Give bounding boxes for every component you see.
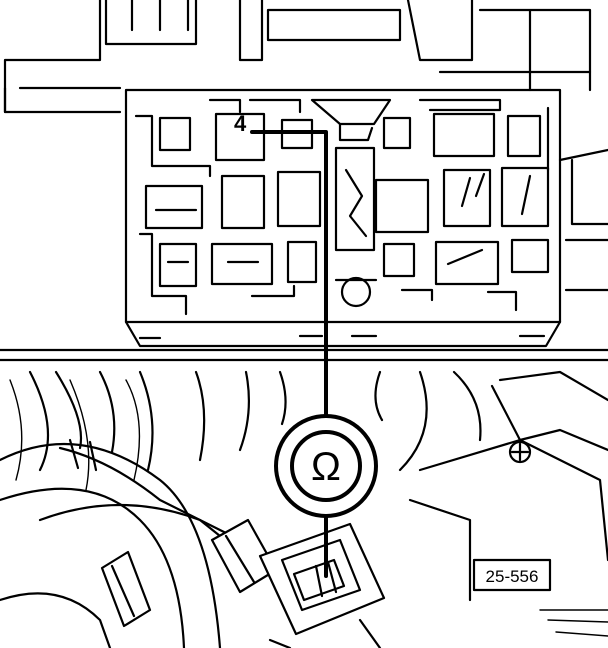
ohmmeter-leads: [250, 130, 378, 578]
connector-plug: [258, 522, 386, 648]
wiring-harness: [0, 370, 608, 648]
figure-id: 25-556: [486, 567, 539, 586]
relay-panel: [124, 88, 608, 348]
callout-number: 4: [234, 111, 247, 136]
upper-components: [3, 0, 592, 114]
panel-rails: [0, 348, 608, 362]
figure-id-box: 25-556: [472, 558, 552, 592]
ohm-symbol: Ω: [311, 445, 341, 489]
